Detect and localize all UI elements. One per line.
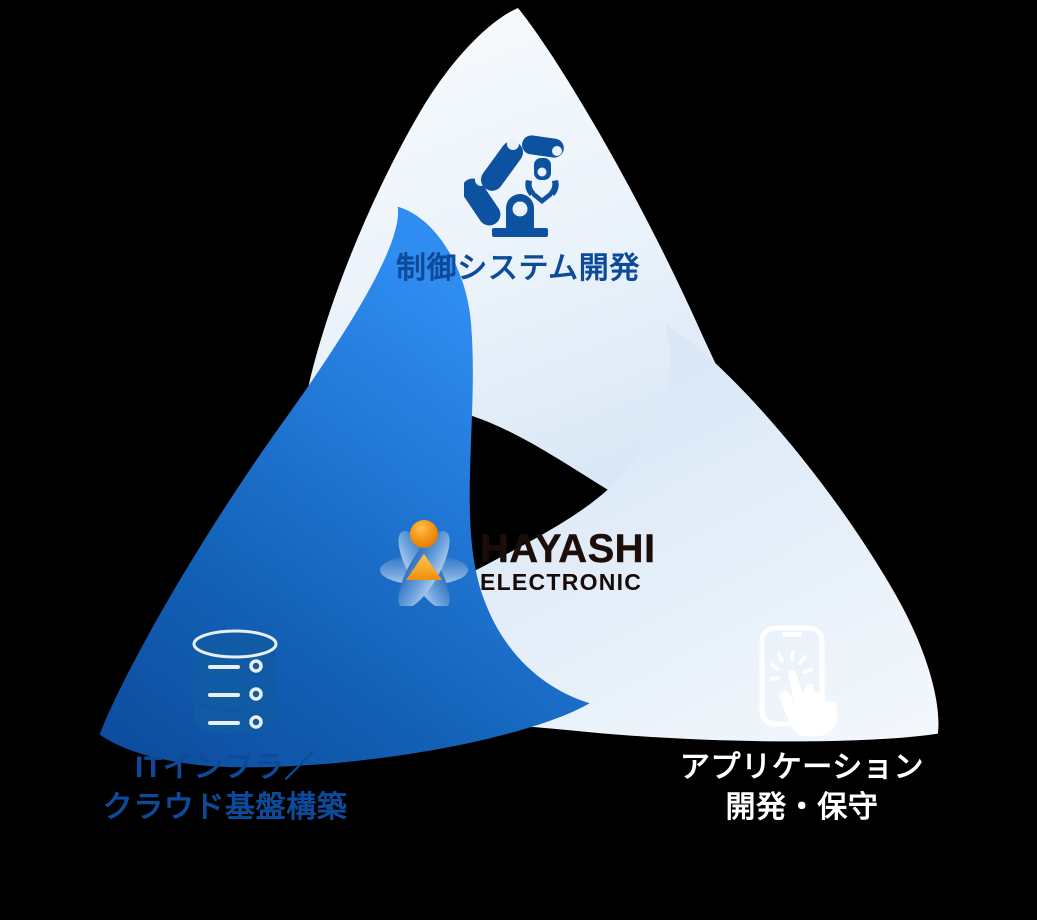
segment-shape-application-dev[interactable] <box>0 196 680 920</box>
